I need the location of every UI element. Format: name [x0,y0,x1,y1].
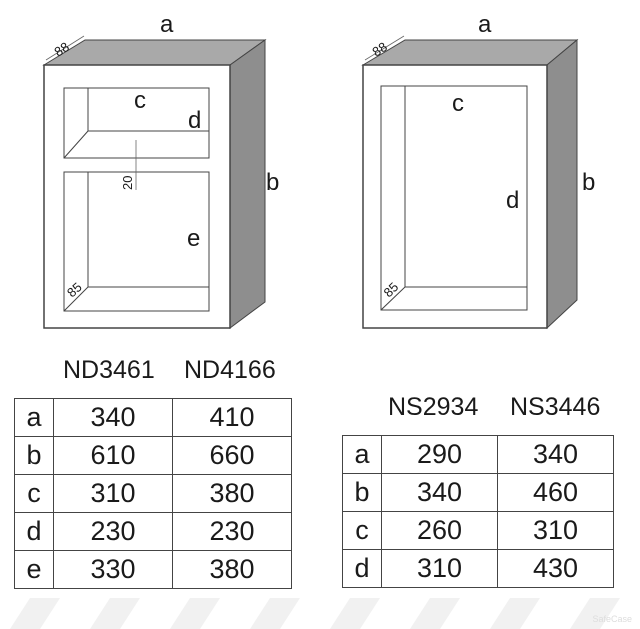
right-model-1: NS2934 [388,393,479,421]
right-diagonal [380,286,406,311]
right-label-b: b [582,169,595,196]
left-dimensions-table: a 340 410 b 610 660 c 310 380 d 230 230 … [14,398,292,589]
left-lower-back [87,171,210,288]
row-label: c [342,511,382,550]
left-upper-back [87,87,210,132]
left-label-b: b [266,169,279,196]
stripe [490,598,540,629]
row-label: d [342,549,382,588]
table-cell: 310 [53,474,173,513]
table-row: a 340 410 [14,398,292,437]
row-label: b [14,436,54,475]
left-cabinet-top [42,39,267,66]
table-cell: 380 [172,550,292,589]
row-label: b [342,473,382,512]
table-cell: 410 [172,398,292,437]
table-row: d 230 230 [14,512,292,551]
table-cell: 230 [53,512,173,551]
row-label: c [14,474,54,513]
stripe [170,598,220,629]
left-label-d: d [188,107,201,134]
right-cabinet-side [546,38,578,330]
left-model-1: ND3461 [63,356,155,384]
left-model-2: ND4166 [184,356,276,384]
decorative-stripes [10,598,620,629]
left-cabinet: a b c d e 88 20 85 [42,11,279,329]
left-label-shelf: 20 [120,176,135,190]
table-cell: 380 [172,474,292,513]
stripe [90,598,140,629]
right-model-2: NS3446 [510,393,601,421]
diagrams: a b c d e 88 20 85 a b c d 88 85 [42,11,595,330]
row-label: e [14,550,54,589]
table-cell: 260 [381,511,498,550]
table-row: b 610 660 [14,436,292,475]
right-label-c: c [452,90,464,117]
right-cabinet-top [361,39,579,66]
table-row: c 310 380 [14,474,292,513]
stripe [330,598,380,629]
table-cell: 290 [381,435,498,474]
right-cabinet: a b c d 88 85 [361,11,595,330]
row-label: d [14,512,54,551]
table-cell: 460 [497,473,614,512]
table-cell: 340 [497,435,614,474]
row-label: a [342,435,382,474]
stripe [250,598,300,629]
table-cell: 330 [53,550,173,589]
stripe [570,598,620,629]
table-row: c 260 310 [342,511,614,550]
table-cell: 610 [53,436,173,475]
table-cell: 430 [497,549,614,588]
right-label-d: d [506,187,519,214]
table-row: a 290 340 [342,435,614,474]
left-depth-marker [45,35,85,61]
table-cell: 340 [381,473,498,512]
table-row: b 340 460 [342,473,614,512]
table-cell: 660 [172,436,292,475]
table-cell: 230 [172,512,292,551]
left-label-a: a [160,11,174,38]
table-row: d 310 430 [342,549,614,588]
left-label-e: e [187,225,200,252]
left-cabinet-side [229,39,266,329]
left-lower-diagonal [63,286,89,312]
stripe [10,598,60,629]
right-depth-marker [364,35,405,61]
left-upper-diagonal-bottom [63,130,89,159]
table-cell: 310 [497,511,614,550]
left-label-c: c [134,87,146,114]
stripe [410,598,460,629]
right-dimensions-table: a 290 340 b 340 460 c 260 310 d 310 430 [342,435,614,588]
table-cell: 340 [53,398,173,437]
right-label-depth: 88 [369,39,389,59]
right-label-a: a [478,11,492,38]
table-row: e 330 380 [14,550,292,589]
watermark: SafeCase [592,614,632,624]
right-back [404,85,528,288]
table-cell: 310 [381,549,498,588]
row-label: a [14,398,54,437]
left-label-depth: 88 [51,39,71,59]
